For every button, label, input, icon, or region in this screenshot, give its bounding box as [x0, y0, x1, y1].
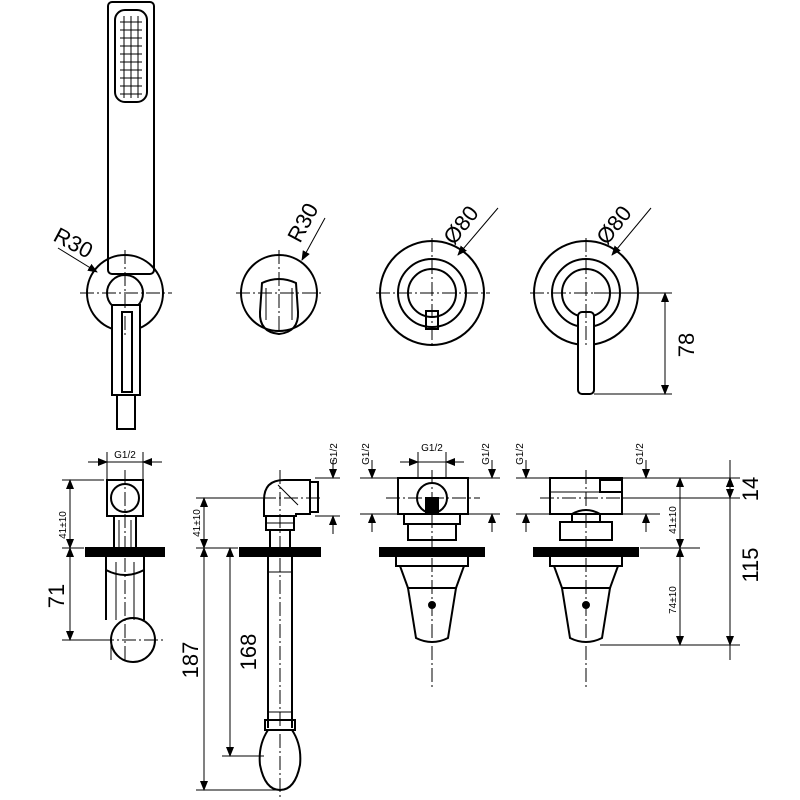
wall-elbow-top-view: [236, 217, 326, 338]
dim-78-label: 78: [674, 333, 699, 357]
g12-label-diverter-right: G1/2: [481, 443, 492, 465]
dim-71-label: 71: [44, 584, 69, 608]
holder-front-view: [62, 452, 165, 663]
g12-label-diverter-top: G1/2: [421, 443, 443, 454]
dim-168-label: 168: [236, 634, 261, 671]
tol41-label-holder: 41±10: [58, 511, 69, 539]
diverter-top-view: [376, 207, 499, 348]
dim-187-label: 187: [178, 642, 203, 679]
g12-label-mixer-left: G1/2: [515, 443, 526, 465]
g12-label-elbow: G1/2: [329, 443, 340, 465]
hand-shower-top-view: [57, 1, 172, 430]
g12-label-holder: G1/2: [114, 450, 136, 461]
mixer-front-view: [516, 460, 740, 690]
r30-label-elbow: R30: [282, 199, 323, 246]
g12-label-diverter-left: G1/2: [361, 443, 372, 465]
dim-115-label: 115: [738, 547, 763, 582]
tol41-label-elbow: 41±10: [192, 509, 203, 537]
g12-label-mixer-right: G1/2: [635, 443, 646, 465]
diverter-front-view: [360, 452, 500, 690]
elbow-front-view: [196, 460, 340, 800]
tol41-label-mixer: 41±10: [668, 506, 679, 534]
dim-14-label: 14: [738, 477, 763, 501]
tol74-label-mixer: 74±10: [668, 586, 679, 614]
mixer-top-view: [530, 207, 672, 395]
